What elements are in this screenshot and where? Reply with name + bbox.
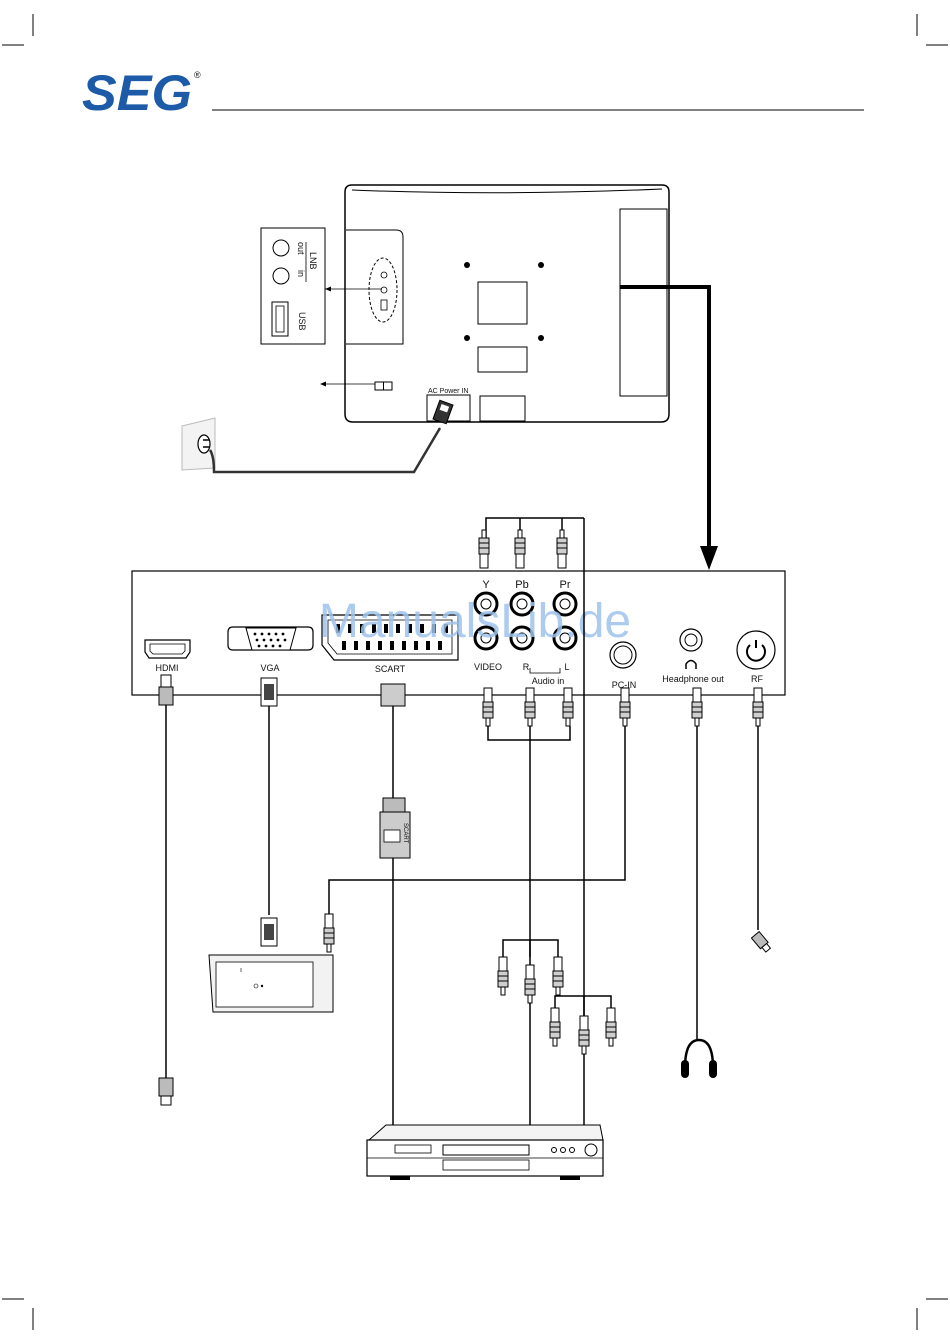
vesa-hole	[538, 335, 544, 341]
component-cable-top	[479, 518, 584, 568]
pr-label: Pr	[560, 579, 571, 591]
lnb-title-label: LNB	[308, 252, 318, 270]
ac-power-label: AC Power IN	[428, 388, 468, 395]
hdmi-port	[145, 640, 190, 658]
logo-registered-mark: ®	[194, 70, 201, 80]
y-label: Y	[482, 579, 490, 591]
rf-jack	[737, 631, 775, 669]
audio-l-label: L	[564, 662, 569, 672]
usb-port	[272, 302, 288, 336]
logo-text: SEG	[82, 65, 192, 121]
tv-right-side-panel	[620, 209, 667, 396]
vga-label: VGA	[260, 663, 279, 673]
headphones	[685, 1040, 713, 1068]
scart-plug-label: SCART	[402, 823, 408, 844]
lnb-out-port	[273, 240, 289, 256]
rca-group-video-audio	[498, 940, 563, 1003]
satellite-arrow	[700, 546, 718, 570]
hdmi-cable	[159, 675, 173, 1105]
dvd-player	[367, 1125, 603, 1180]
video-label: VIDEO	[474, 662, 502, 672]
headphone-out-label: Headphone out	[662, 674, 724, 684]
headphone-cable	[681, 688, 717, 1078]
vesa-hole	[464, 262, 470, 268]
rca-group-component	[550, 996, 616, 1054]
hdmi-label: HDMI	[156, 663, 179, 673]
vesa-hole	[538, 262, 544, 268]
pc-unit	[209, 955, 333, 1012]
tv-back: AC Power IN	[320, 185, 669, 422]
lnb-out-label: out	[296, 242, 306, 255]
pb-label: Pb	[515, 579, 528, 591]
vga-cable	[261, 678, 277, 946]
rf-label: RF	[751, 674, 763, 684]
tv-back-label	[478, 347, 527, 372]
lnb-in-label: in	[296, 270, 306, 277]
audio-in-label: Audio in	[532, 676, 565, 686]
tv-back-plate	[478, 282, 527, 324]
usb-label: USB	[297, 312, 307, 331]
power-cable	[210, 428, 440, 472]
scart-cable: SCART	[380, 684, 410, 1125]
lnb-in-port	[273, 268, 289, 284]
tv-left-side-panel	[346, 230, 403, 344]
wall-outlet	[182, 418, 215, 470]
audio-r-label: R	[523, 662, 530, 672]
rf-cable	[751, 688, 772, 953]
seg-logo: SEG ®	[82, 65, 201, 121]
vesa-hole	[464, 335, 470, 341]
scart-label: SCART	[375, 664, 406, 674]
